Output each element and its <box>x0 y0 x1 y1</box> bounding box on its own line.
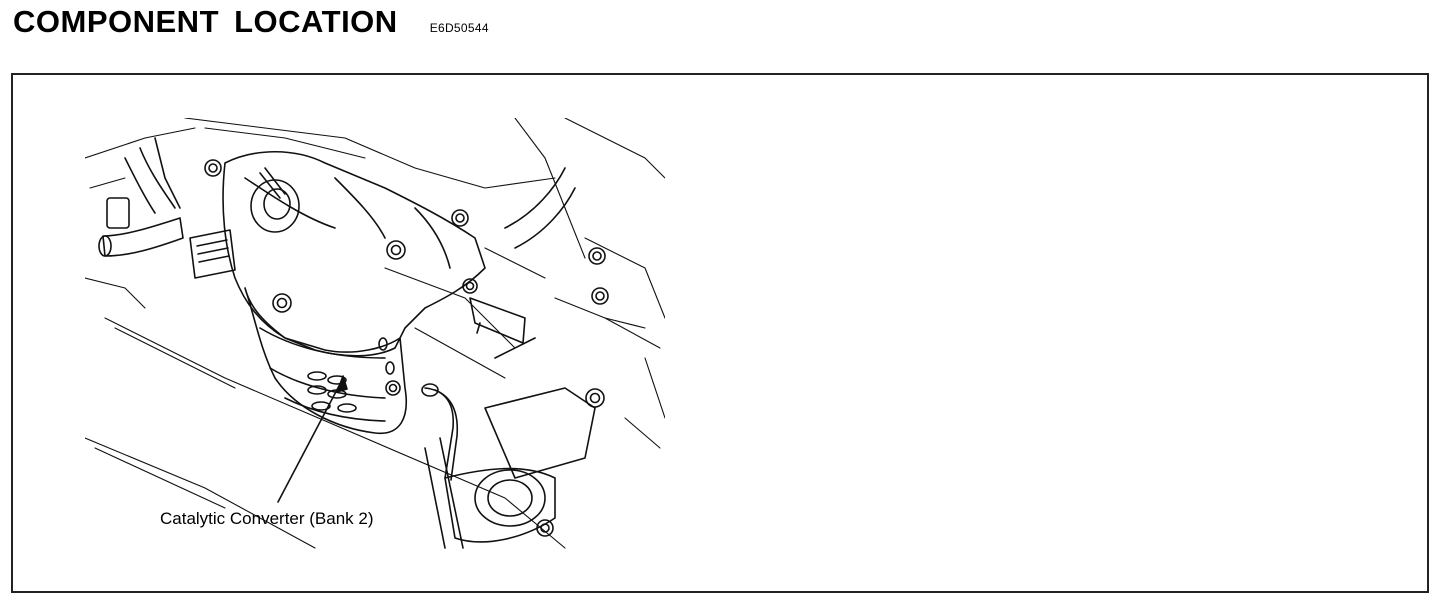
bolt <box>272 293 292 313</box>
manifold-bolts <box>204 159 609 537</box>
engine-illustration <box>85 118 665 549</box>
bolt <box>204 159 222 177</box>
figure-frame <box>11 73 1429 593</box>
catalytic-converter <box>244 287 407 435</box>
engine-background-lines <box>85 118 665 549</box>
catalytic-converter-label: Catalytic Converter (Bank 2) <box>160 509 374 528</box>
exhaust-manifold <box>222 151 486 357</box>
page-title: COMPONENT LOCATION <box>13 4 398 39</box>
bolt <box>585 388 605 408</box>
hose-left <box>98 137 184 257</box>
bolt <box>385 380 401 396</box>
page-header: COMPONENT LOCATION E6D50544 <box>13 4 489 44</box>
bolt <box>591 287 609 305</box>
warning-plate <box>189 229 236 279</box>
bolt <box>451 209 469 227</box>
oxygen-sensor <box>250 167 300 233</box>
bracket-right <box>421 167 576 481</box>
bolt <box>588 247 606 265</box>
engine-mount <box>424 387 596 549</box>
callout-arrow <box>277 375 348 503</box>
bolt <box>386 240 406 260</box>
document-code: E6D50544 <box>429 21 489 35</box>
bolt <box>462 278 478 294</box>
